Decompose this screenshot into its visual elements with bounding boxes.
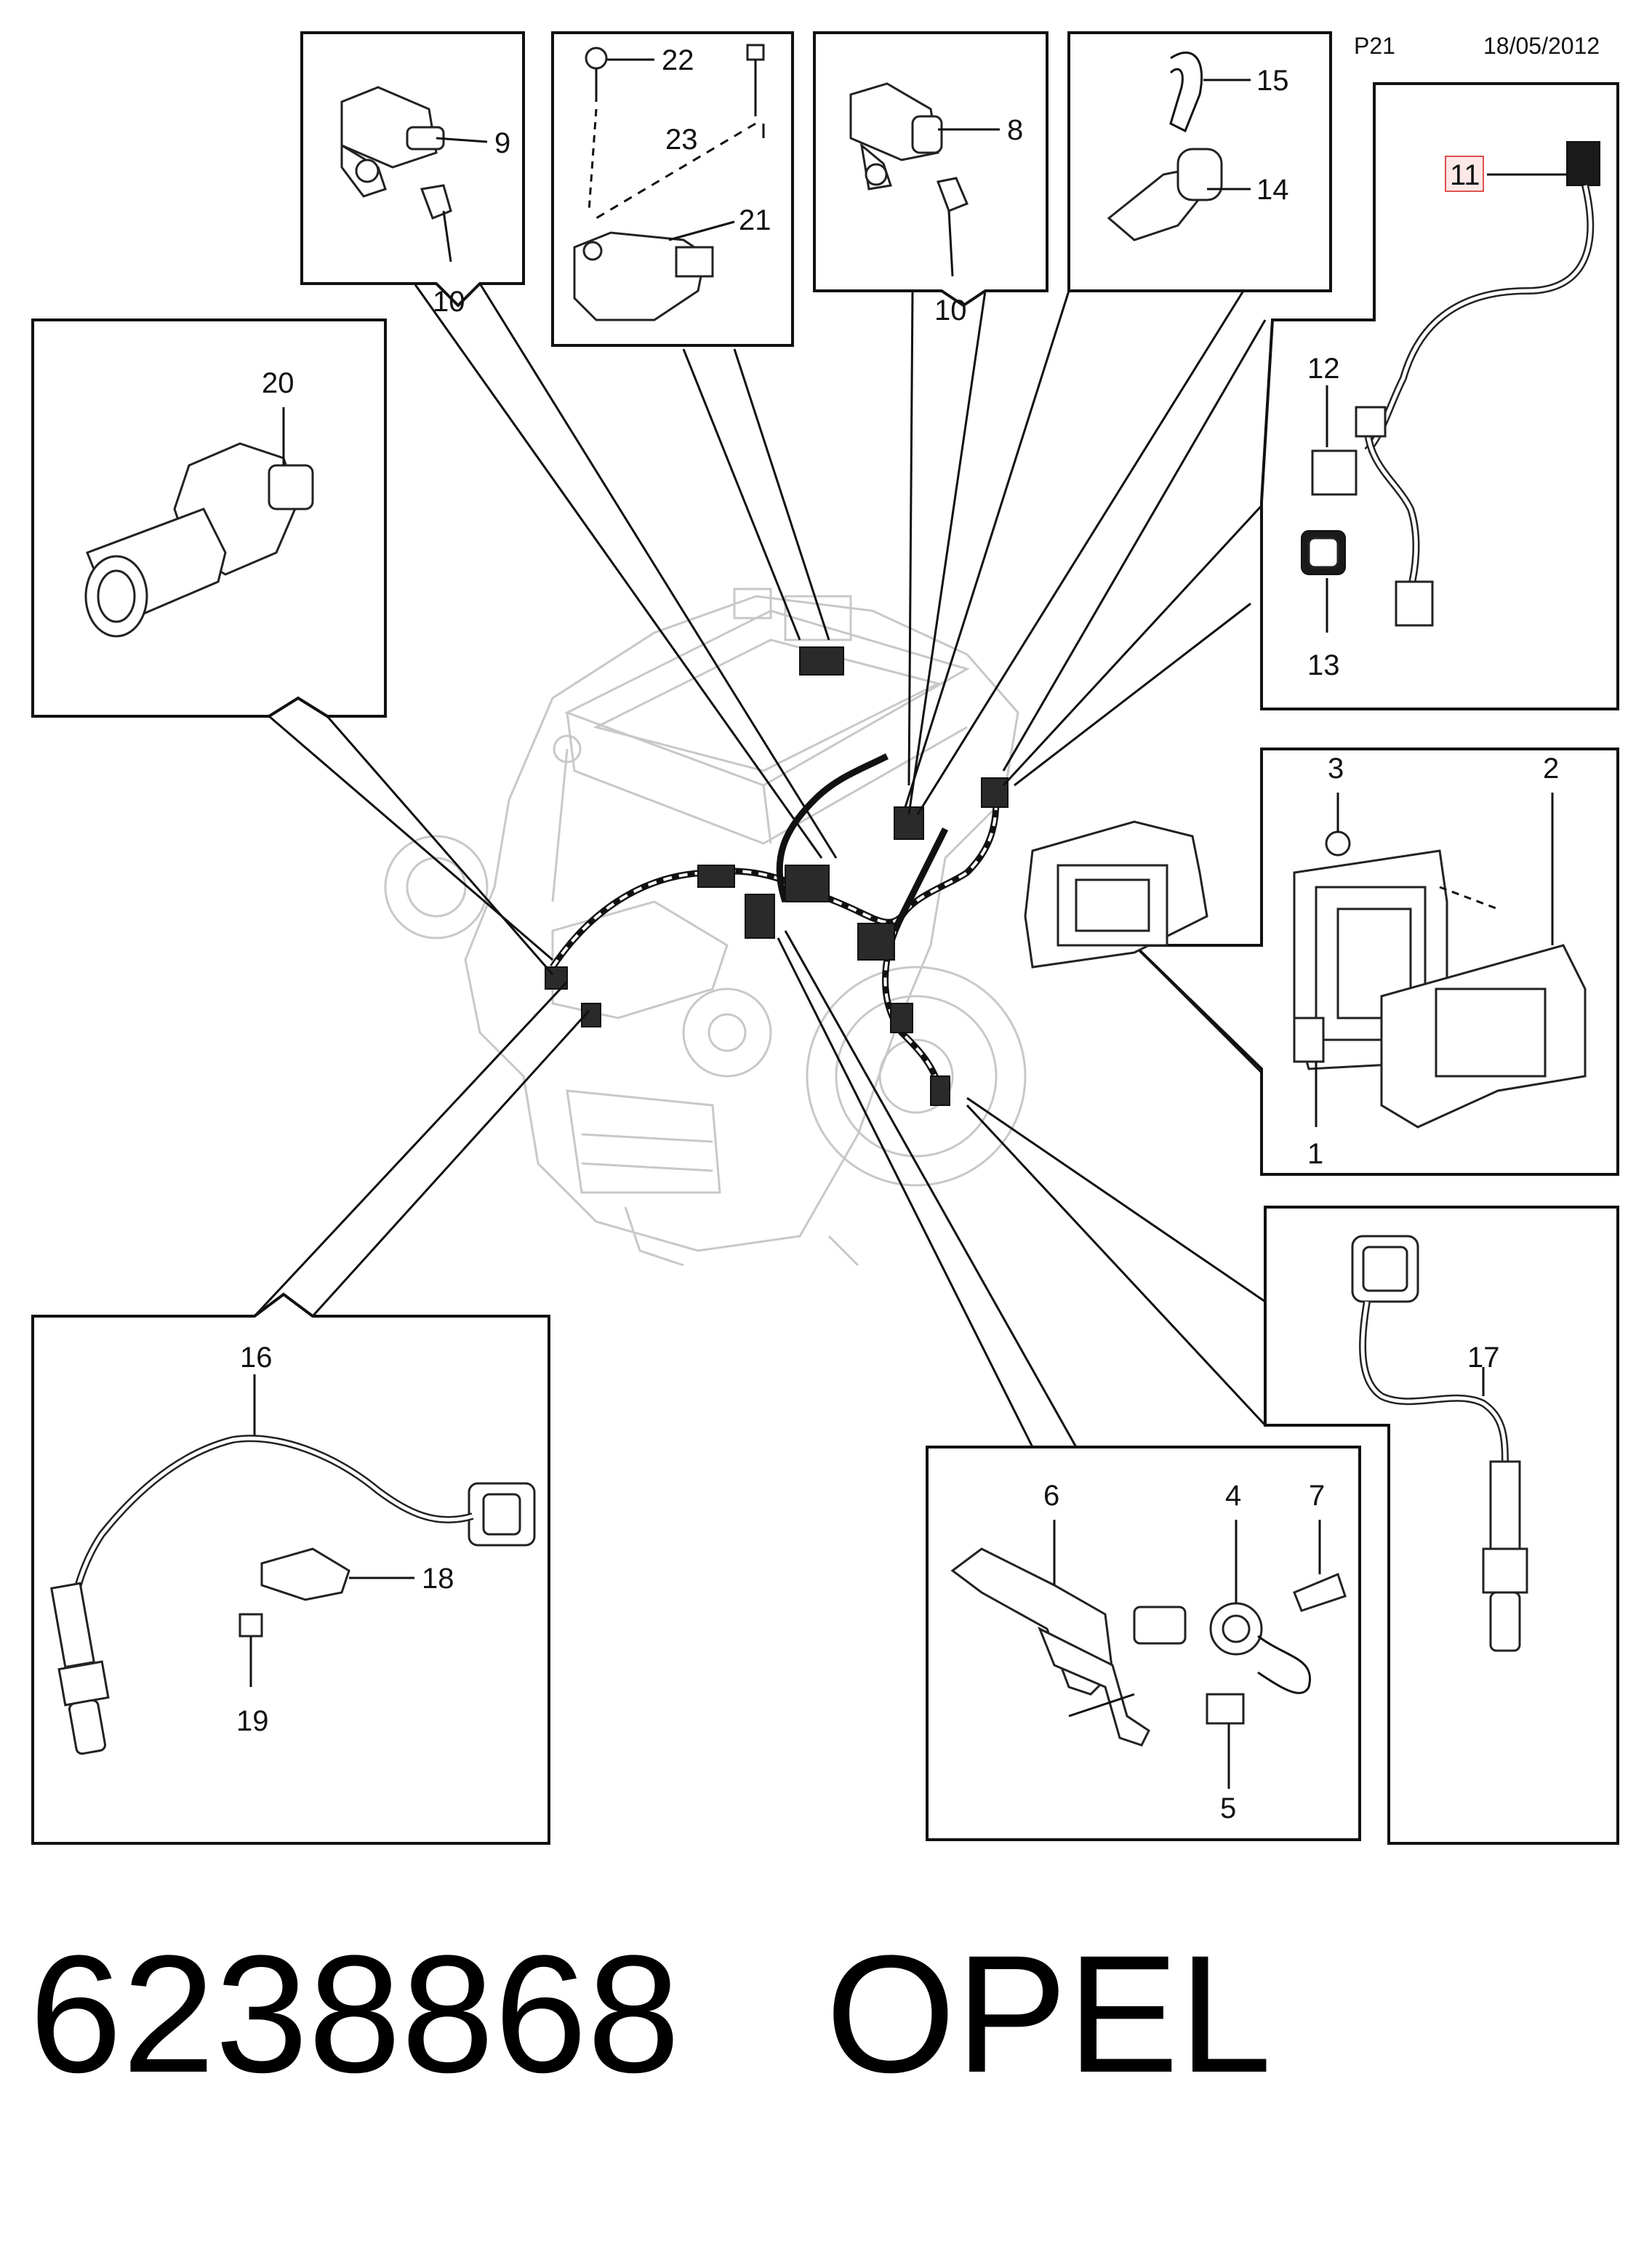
panel-rear-oxygen-sensor: 17	[1264, 1206, 1619, 1845]
panel-sensor-bracket: 6 4 7 5	[926, 1446, 1361, 1841]
panel-map-sensor: 22 23 21	[551, 31, 794, 347]
callout-22: 22	[662, 44, 694, 76]
callout-20: 20	[262, 367, 294, 399]
callout-10-crank: 10	[934, 294, 967, 326]
panel-ecu: 3 2 1	[1024, 748, 1619, 1176]
callout-15: 15	[1256, 65, 1289, 97]
callout-18: 18	[422, 1563, 454, 1595]
callout-23: 23	[665, 124, 698, 156]
callout-3: 3	[1328, 753, 1344, 785]
callout-2: 2	[1543, 753, 1559, 785]
callout-6: 6	[1043, 1480, 1059, 1512]
part-reference: 6238868 OPEL	[29, 1920, 1629, 2109]
part-number: 6238868	[29, 1920, 681, 2107]
callout-11: 11	[1450, 159, 1480, 191]
panel-camshaft-sensor: 9 10	[300, 31, 525, 318]
callout-12: 12	[1307, 353, 1340, 385]
callout-14: 14	[1256, 174, 1289, 206]
page-code: P21	[1354, 33, 1395, 59]
callout-21: 21	[739, 204, 771, 236]
callout-10-cam: 10	[433, 286, 465, 318]
callout-5: 5	[1220, 1792, 1236, 1824]
callout-19: 19	[236, 1705, 269, 1737]
brand-name: OPEL	[825, 1920, 1272, 2107]
engine-illustration	[384, 588, 1027, 1267]
callout-9: 9	[494, 127, 510, 159]
callout-17: 17	[1467, 1342, 1500, 1374]
callout-4: 4	[1225, 1480, 1241, 1512]
panel-knock-sensor: 11 12 13	[1260, 82, 1619, 710]
callout-1: 1	[1307, 1138, 1323, 1170]
callout-7: 7	[1309, 1480, 1325, 1512]
panel-coolant-sensor: 15 14	[1067, 31, 1332, 292]
callout-13: 13	[1307, 649, 1340, 681]
page-date: 18/05/2012	[1483, 33, 1600, 59]
panel-oil-pressure-switch: 20	[31, 318, 387, 718]
callout-16: 16	[240, 1342, 273, 1374]
panel-crankshaft-sensor: 8 10	[813, 31, 1048, 326]
callout-8: 8	[1007, 114, 1023, 146]
panel-front-oxygen-sensor: 16 18 19	[31, 1292, 550, 1845]
